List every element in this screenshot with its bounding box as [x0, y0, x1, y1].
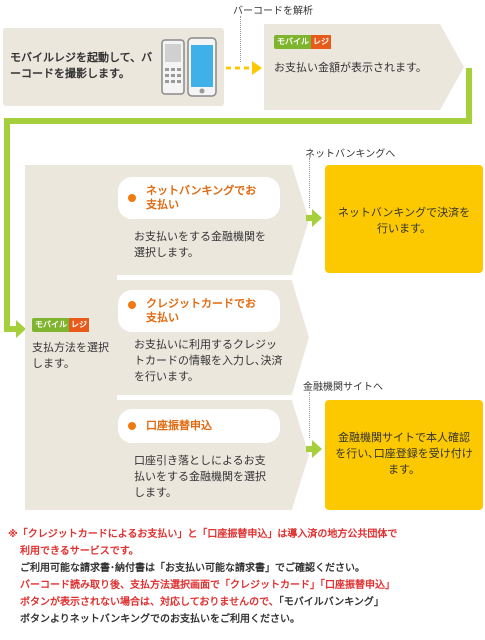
option-account-button[interactable]: 口座振替申込 — [118, 409, 280, 443]
step1-box — [3, 28, 224, 106]
option-title: クレジットカードでお支払い — [146, 297, 256, 324]
connector-line — [466, 68, 472, 122]
mobile-regi-logo: モバイルレジ — [274, 35, 331, 49]
bullet-icon — [128, 194, 136, 202]
bullet-icon — [128, 301, 136, 309]
note-line: バーコード読み取り後、支払方法選択画面で「クレジットカード」「口座振替申込」 — [20, 580, 395, 591]
netbank-result-box — [325, 165, 483, 273]
phones-icon — [161, 37, 217, 97]
option-desc: 口座引き落としによるお支払いをする金融機関を選択します。 — [134, 454, 266, 499]
connector-line — [306, 215, 314, 221]
dashed-arrow-icon — [226, 61, 262, 75]
barcode-analysis-label: バーコードを解析 — [233, 6, 313, 17]
connector-line — [306, 446, 314, 452]
option-title: 口座振替申込 — [146, 419, 212, 432]
option-title: ネットバンキングでお支払い — [146, 184, 257, 211]
payment-select-text: 支払方法を選択します。 — [32, 341, 109, 370]
bullet-icon — [128, 422, 136, 430]
step2-text: お支払い金額が表示されます。 — [274, 61, 427, 74]
note-line: ※「クレジットカードによるお支払い」と「口座振替申込」は導入済の地方公共団体で — [8, 529, 398, 540]
note-line: ご利用可能な請求書･納付書は「お支払い可能な請求書」でご確認ください。 — [20, 563, 365, 574]
option-desc: お支払いをする金融機関を選択します。 — [134, 230, 266, 259]
arrow-right-icon — [16, 320, 26, 338]
option-credit-button[interactable]: クレジットカードでお支払い — [118, 290, 280, 332]
note-line: 利用できるサービスです。 — [20, 546, 139, 557]
mobile-regi-logo: モバイルレジ — [32, 318, 89, 332]
bank-result-text: 金融機関サイトで本人確認を行い､口座登録を受け付けます。 — [335, 431, 473, 476]
payment-select-panel — [25, 165, 117, 510]
arrow-right-icon — [312, 440, 322, 458]
netbank-result-text: ネットバンキングで決済を行います。 — [337, 206, 471, 235]
note-line: ボタンよりネットバンキングでのお支払いをご利用ください。 — [20, 614, 300, 625]
label-connector — [240, 16, 241, 62]
bank-label: 金融機関サイトへ — [303, 382, 383, 393]
label-connector — [309, 158, 310, 208]
note-line: ボタンが表示されない場合は、対応しておりませんので、「モバイルバンキング」 — [20, 597, 384, 608]
netbank-label: ネットバンキングへ — [305, 149, 396, 160]
option-netbank-button[interactable]: ネットバンキングでお支払い — [118, 177, 280, 219]
notes: ※「クレジットカードによるお支払い」と「口座振替申込」は導入済の地方公共団体で … — [8, 526, 483, 628]
step1-text: モバイルレジを起動して、バーコードを撮影します。 — [10, 51, 153, 80]
arrow-right-icon — [312, 209, 322, 227]
connector-line — [4, 118, 10, 332]
connector-line — [4, 118, 472, 124]
bank-result-box — [325, 400, 483, 510]
option-desc: お支払いに利用するクレジットカードの情報を入力し､決済を行います。 — [134, 338, 283, 383]
connector-line — [4, 326, 18, 332]
label-connector — [309, 392, 310, 438]
